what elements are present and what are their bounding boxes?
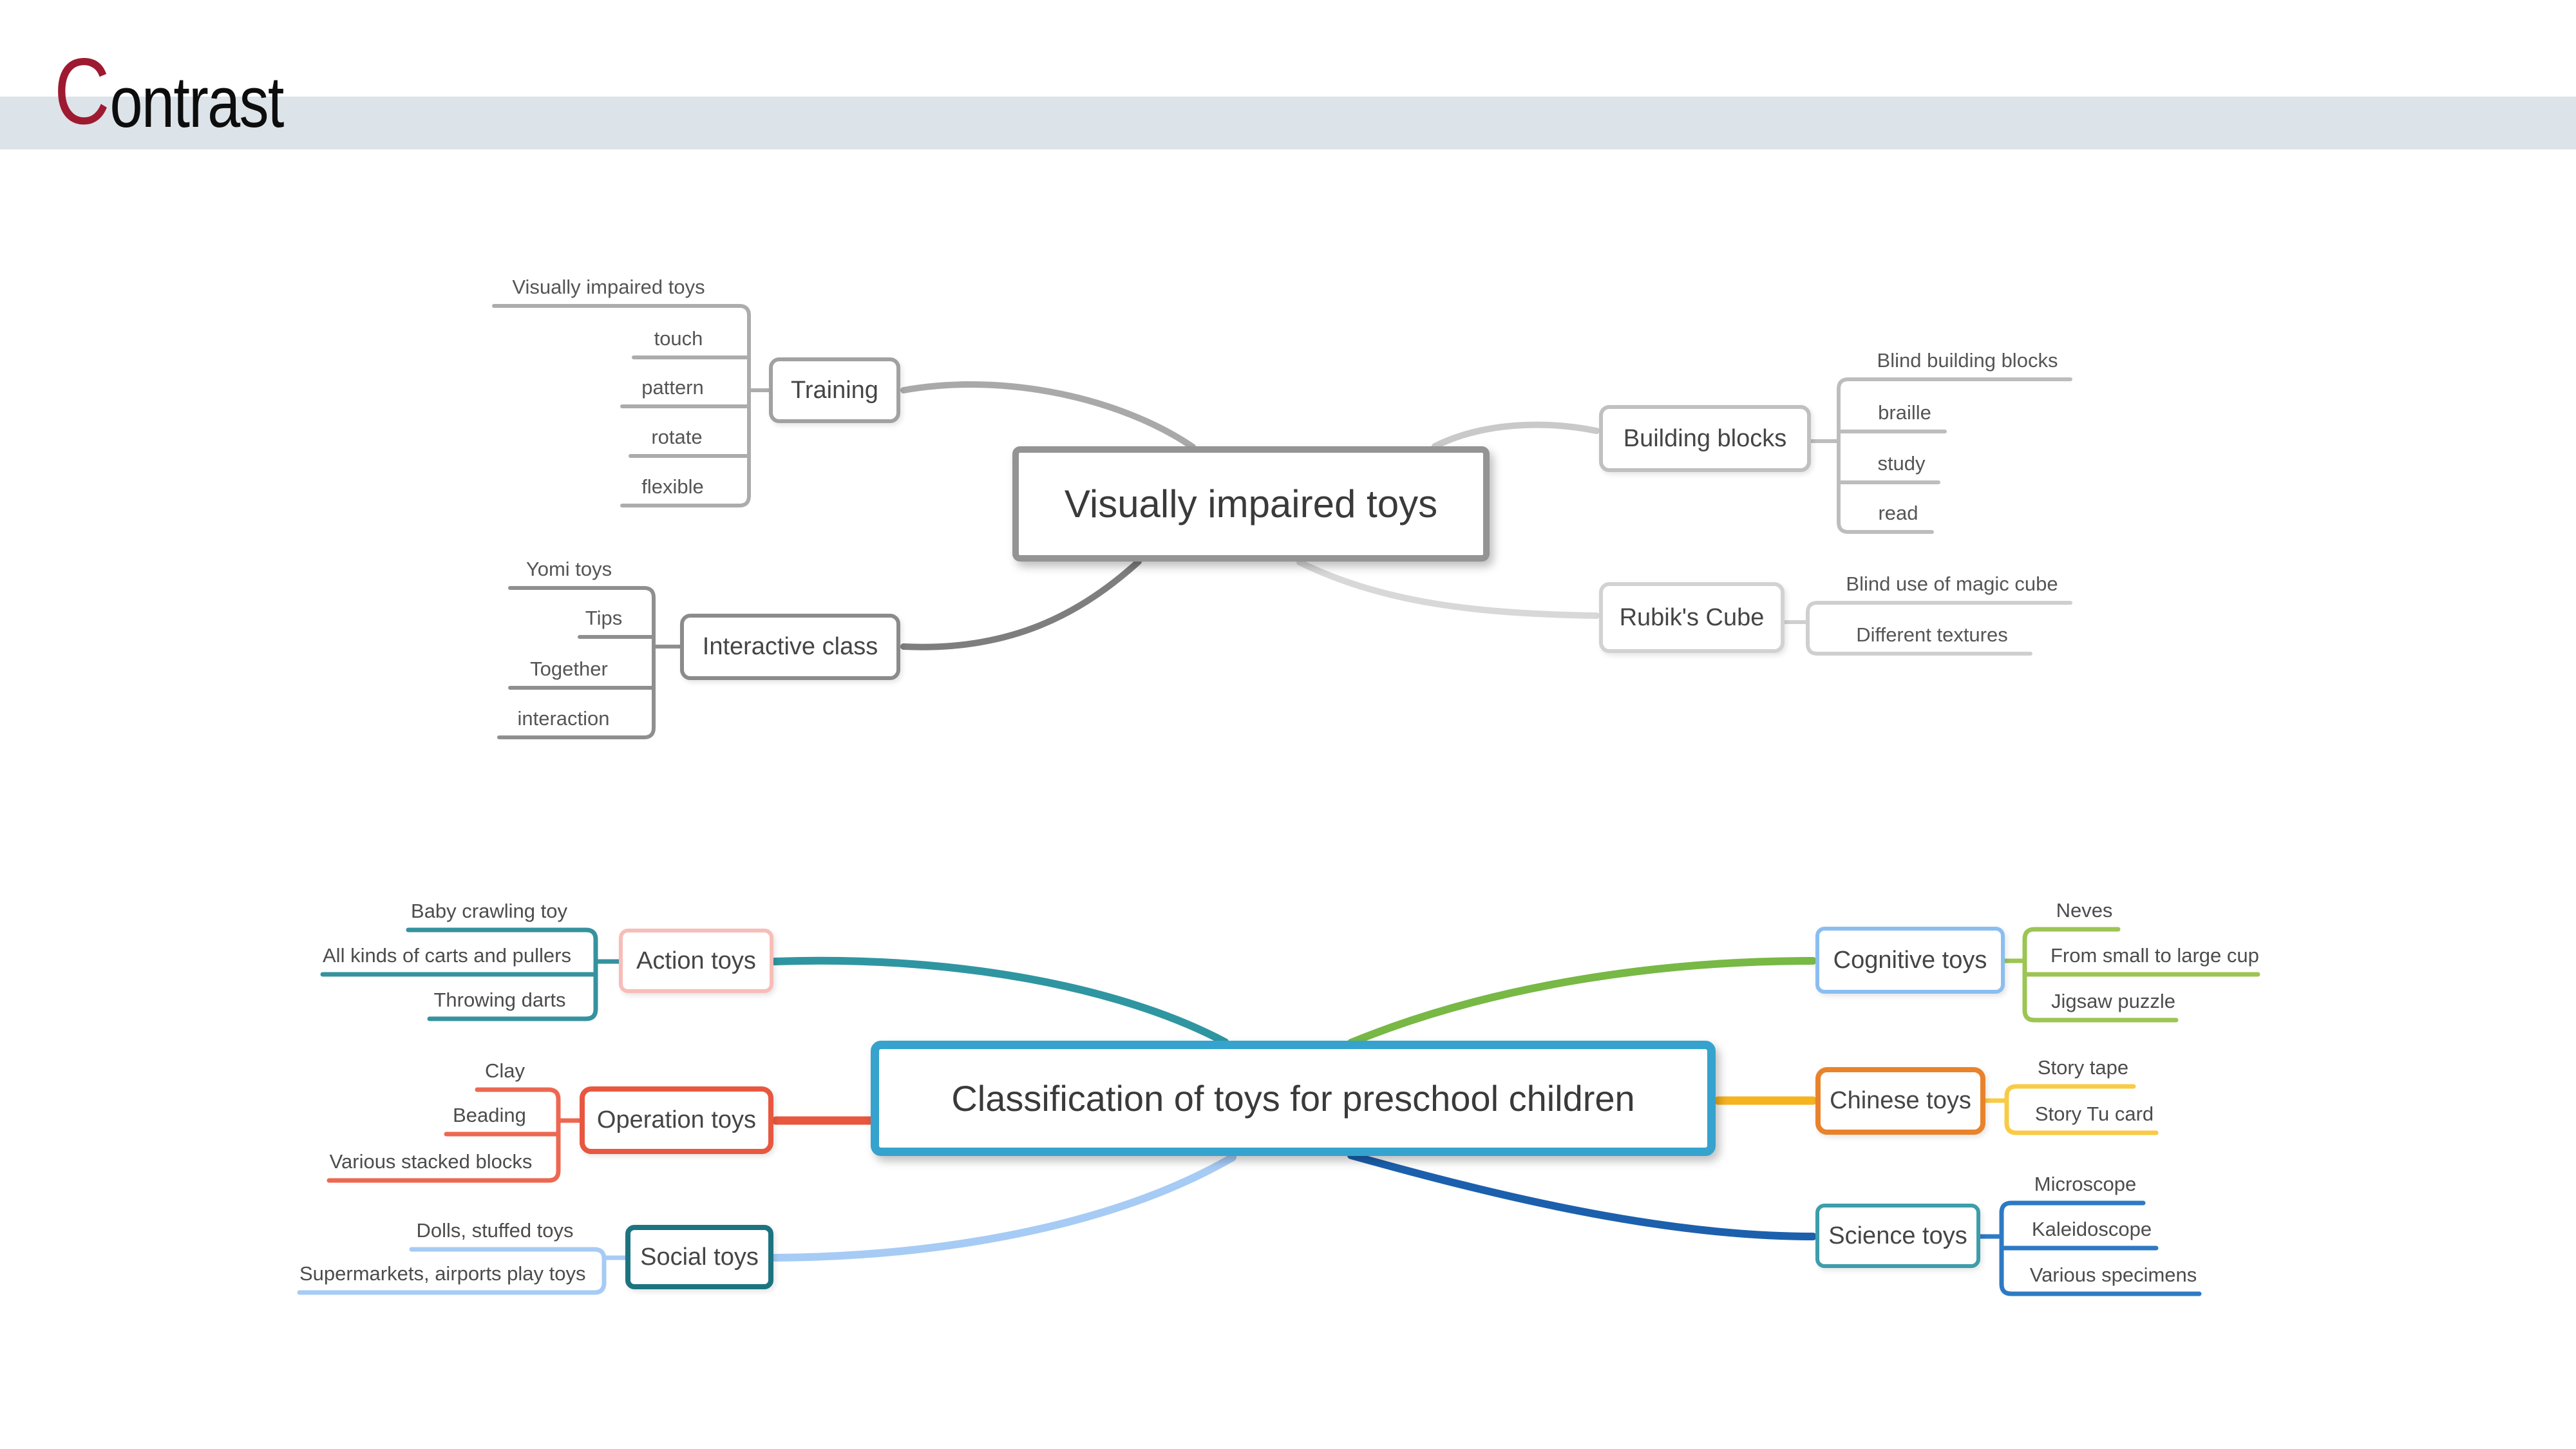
action-toys-curve (771, 956, 1229, 1046)
training-curve (900, 381, 1196, 450)
leaf-together[interactable]: Together (530, 658, 608, 680)
branch-interactive-class[interactable]: Interactive class (680, 614, 900, 680)
leaf-supermarkets-airports-play-toys[interactable]: Supermarkets, airports play toys (299, 1262, 586, 1285)
building-blocks-leaf-lines (1809, 377, 2072, 534)
leaf-blind-use-of-magic-cube[interactable]: Blind use of magic cube (1846, 573, 2058, 595)
branch-chinese-toys[interactable]: Chinese toys (1815, 1067, 1985, 1135)
branch-operation-toys[interactable]: Operation toys (580, 1086, 773, 1154)
leaf-throwing-darts[interactable]: Throwing darts (433, 989, 566, 1011)
leaf-all-kinds-of-carts-and-pullers[interactable]: All kinds of carts and pullers (323, 944, 571, 967)
leaf-various-stacked-blocks[interactable]: Various stacked blocks (329, 1150, 533, 1173)
action-leaf-lines (320, 927, 621, 1021)
leaf-microscope[interactable]: Microscope (2034, 1173, 2137, 1195)
branch-rubiks-cube[interactable]: Rubik's Cube (1599, 582, 1785, 653)
operation-leaf-lines (327, 1087, 582, 1183)
branch-action-toys[interactable]: Action toys (619, 929, 773, 993)
central-topic-visually-impaired-toys[interactable]: Visually impaired toys (1012, 446, 1490, 562)
social-toys-curve (771, 1153, 1236, 1262)
header-band (0, 97, 2576, 149)
leaf-kaleidoscope[interactable]: Kaleidoscope (2031, 1218, 2152, 1240)
leaf-touch[interactable]: touch (654, 327, 703, 350)
leaf-beading[interactable]: Beading (453, 1104, 526, 1126)
branch-training[interactable]: Training (769, 357, 900, 423)
branch-social-toys[interactable]: Social toys (625, 1225, 773, 1289)
branch-science-toys[interactable]: Science toys (1815, 1204, 1980, 1268)
leaf-rotate[interactable]: rotate (651, 426, 703, 448)
leaf-pattern[interactable]: pattern (641, 376, 704, 399)
rubiks-leaf-lines (1783, 601, 2072, 656)
page-title-initial: C (54, 39, 110, 144)
leaf-various-specimens[interactable]: Various specimens (2029, 1264, 2197, 1286)
leaf-neves[interactable]: Neves (2056, 899, 2113, 922)
rubiks-cube-curve (1296, 559, 1600, 619)
leaf-baby-crawling-toy[interactable]: Baby crawling toy (411, 900, 567, 922)
branch-cognitive-toys[interactable]: Cognitive toys (1815, 927, 2005, 994)
science-toys-curve (1347, 1151, 1817, 1240)
central-topic-classification[interactable]: Classification of toys for preschool chi… (871, 1041, 1716, 1156)
training-leaf-lines (492, 304, 771, 507)
chinese-leaf-lines (1983, 1084, 2159, 1135)
leaf-interaction[interactable]: interaction (517, 707, 610, 730)
leaf-story-tu-card[interactable]: Story Tu card (2034, 1103, 2154, 1125)
leaf-study[interactable]: study (1877, 452, 1926, 475)
leaf-yomi-toys[interactable]: Yomi toys (526, 558, 612, 580)
leaf-blind-building-blocks[interactable]: Blind building blocks (1877, 349, 2058, 372)
leaf-braille[interactable]: braille (1878, 401, 1931, 424)
leaf-from-small-to-large-cup[interactable]: From small to large cup (2050, 944, 2259, 967)
leaf-read[interactable]: read (1878, 502, 1918, 524)
leaf-clay[interactable]: Clay (484, 1059, 525, 1082)
leaf-dolls-stuffed-toys[interactable]: Dolls, stuffed toys (416, 1219, 574, 1242)
leaf-flexible[interactable]: flexible (641, 475, 704, 498)
leaf-visually-impaired-toys[interactable]: Visually impaired toys (512, 276, 705, 298)
interactive-class-curve (900, 558, 1142, 650)
page-title: C ontrast (54, 39, 284, 144)
science-leaf-lines (1978, 1200, 2202, 1296)
cognitive-toys-curve (1347, 957, 1817, 1046)
leaf-different-textures[interactable]: Different textures (1856, 623, 2008, 646)
branch-building-blocks[interactable]: Building blocks (1599, 405, 1811, 472)
building-blocks-curve (1432, 421, 1600, 450)
cognitive-leaf-lines (2002, 927, 2260, 1023)
social-leaf-lines (297, 1247, 628, 1295)
leaf-tips[interactable]: Tips (585, 607, 623, 629)
interactive-leaf-lines (497, 586, 682, 739)
leaf-jigsaw-puzzle[interactable]: Jigsaw puzzle (2051, 990, 2175, 1012)
leaf-story-tape[interactable]: Story tape (2037, 1056, 2129, 1079)
page-title-rest: ontrast (109, 61, 284, 142)
